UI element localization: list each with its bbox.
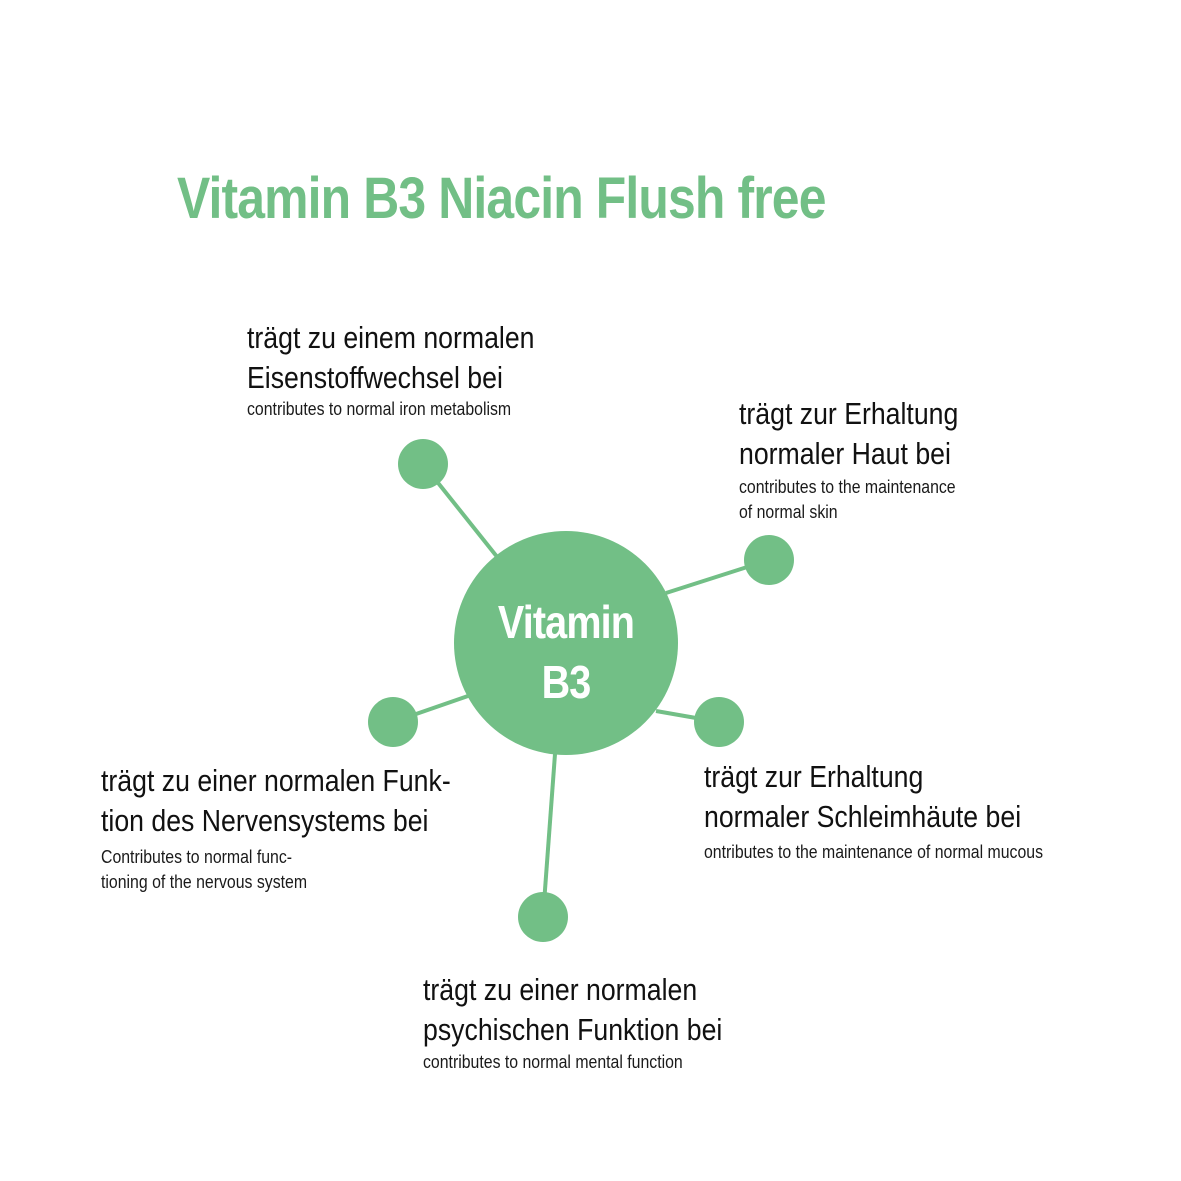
german-line: normaler Haut bei xyxy=(739,436,951,471)
benefit-english-text: Contributes to normal func- tioning of t… xyxy=(101,845,459,895)
benefit-german-text: trägt zu einer normalen psychischen Funk… xyxy=(423,970,722,1050)
benefit-mucous-membranes: trägt zur Erhaltung normaler Schleimhäut… xyxy=(704,757,1089,865)
german-line: trägt zur Erhaltung xyxy=(704,759,924,794)
german-line: psychischen Funktion bei xyxy=(423,1012,723,1047)
center-label-line1: Vitamin xyxy=(497,596,635,648)
benefit-skin: trägt zur Erhaltung normaler Haut bei co… xyxy=(739,394,994,525)
benefit-mental-function: trägt zu einer normalen psychischen Funk… xyxy=(423,970,771,1075)
node-right xyxy=(694,697,744,747)
center-circle xyxy=(454,531,678,755)
english-line: contributes to normal iron metabolism xyxy=(247,399,512,419)
node-left xyxy=(368,697,418,747)
benefit-english-text: contributes to normal mental function xyxy=(423,1050,729,1075)
german-line: trägt zu einer normalen xyxy=(423,972,698,1007)
benefit-german-text: trägt zur Erhaltung normaler Schleimhäut… xyxy=(704,757,1035,837)
german-line: tion des Nervensystems bei xyxy=(101,803,429,838)
benefit-iron-metabolism: trägt zu einem normalen Eisenstoffwechse… xyxy=(247,318,581,422)
node-top-right xyxy=(744,535,794,585)
benefit-english-text: contributes to the maintenance of normal… xyxy=(739,475,963,525)
english-line: of normal skin xyxy=(739,502,838,522)
page-title: Vitamin B3 Niacin Flush free xyxy=(177,166,826,231)
node-bottom xyxy=(518,892,568,942)
center-label: Vitamin B3 xyxy=(471,592,662,712)
connector-bottom xyxy=(541,753,557,918)
german-line: trägt zu einer normalen Funk- xyxy=(101,763,451,798)
english-line: tioning of the nervous system xyxy=(101,872,308,892)
german-line: trägt zur Erhaltung xyxy=(739,396,959,431)
benefit-german-text: trägt zu einer normalen Funk- tion des N… xyxy=(101,761,451,841)
benefit-english-text: contributes to normal iron metabolism xyxy=(247,397,541,422)
english-line: Contributes to normal func- xyxy=(101,847,293,867)
benefit-english-text: ontributes to the maintenance of normal … xyxy=(704,840,1043,865)
english-line: contributes to normal mental function xyxy=(423,1052,683,1072)
benefit-german-text: trägt zu einem normalen Eisenstoffwechse… xyxy=(247,318,534,398)
benefit-nervous-system: trägt zu einer normalen Funk- tion des N… xyxy=(101,761,508,895)
german-line: Eisenstoffwechsel bei xyxy=(247,360,503,395)
benefit-german-text: trägt zur Erhaltung normaler Haut bei xyxy=(739,394,958,474)
german-line: normaler Schleimhäute bei xyxy=(704,799,1022,834)
english-line: contributes to the maintenance xyxy=(739,477,956,497)
german-line: trägt zu einem normalen xyxy=(247,320,535,355)
center-label-line2: B3 xyxy=(541,656,592,708)
english-line: ontributes to the maintenance of normal … xyxy=(704,842,1043,862)
node-top-left xyxy=(398,439,448,489)
